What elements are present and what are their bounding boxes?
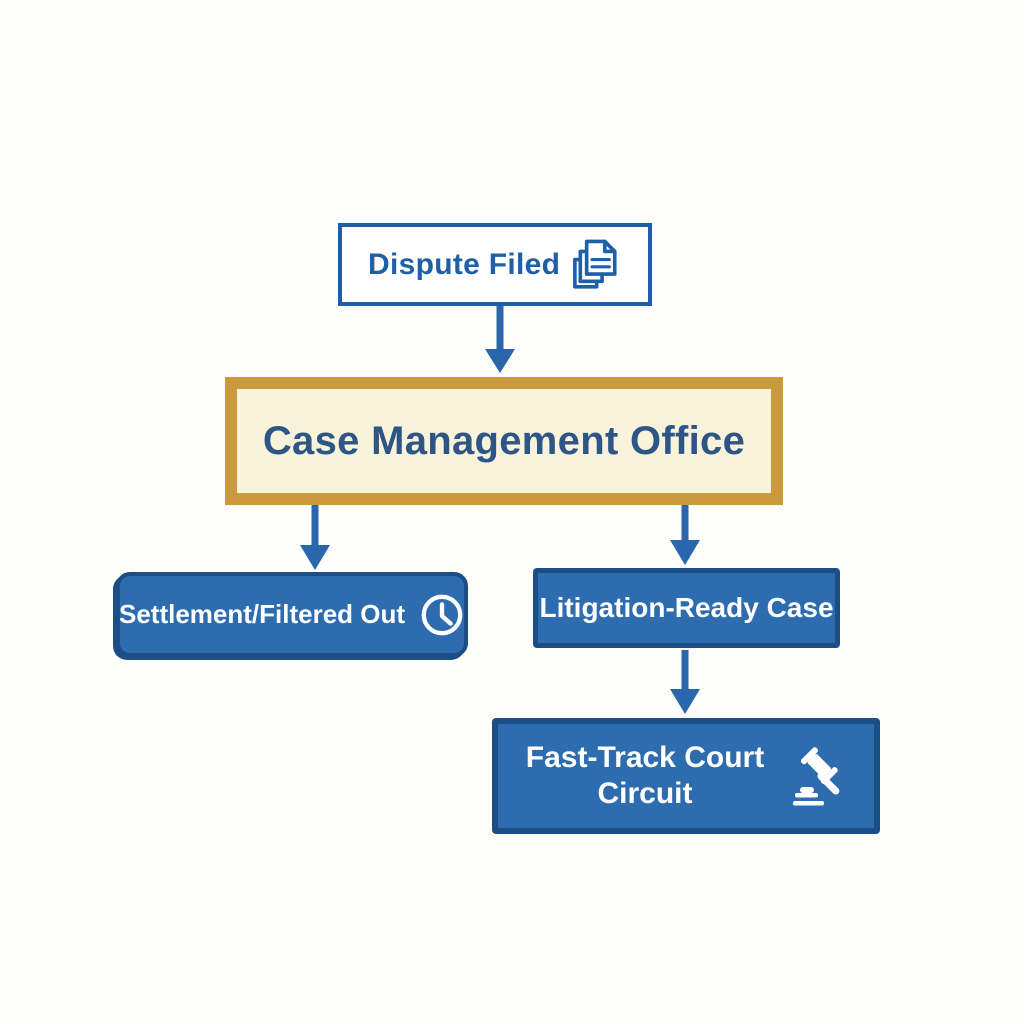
litigation-ready-case-label: Litigation-Ready Case (539, 592, 834, 623)
edge-case-management-to-litigation (670, 504, 700, 565)
node-litigation-ready-case: Litigation-Ready Case (533, 568, 840, 648)
fast-track-court-circuit-label: Fast-Track Court Circuit (525, 741, 765, 810)
gavel-icon (793, 747, 840, 806)
clock-icon (421, 594, 463, 635)
edge-dispute-to-case-management (485, 306, 515, 373)
case-management-office-label: Case Management Office (262, 418, 746, 463)
node-dispute-filed: Dispute Filed (338, 223, 652, 306)
settlement-filtered-out-label: Settlement/Filtered Out (118, 599, 406, 629)
node-settlement-filtered-out: Settlement/Filtered Out (116, 572, 468, 657)
dispute-filed-label: Dispute Filed (368, 247, 561, 281)
node-case-management-office: Case Management Office (225, 377, 783, 505)
edge-litigation-to-fast-track (670, 650, 700, 714)
edge-case-management-to-settlement (300, 504, 330, 570)
stacked-documents-icon (573, 239, 617, 289)
node-fast-track-court-circuit: Fast-Track Court Circuit (492, 718, 880, 834)
